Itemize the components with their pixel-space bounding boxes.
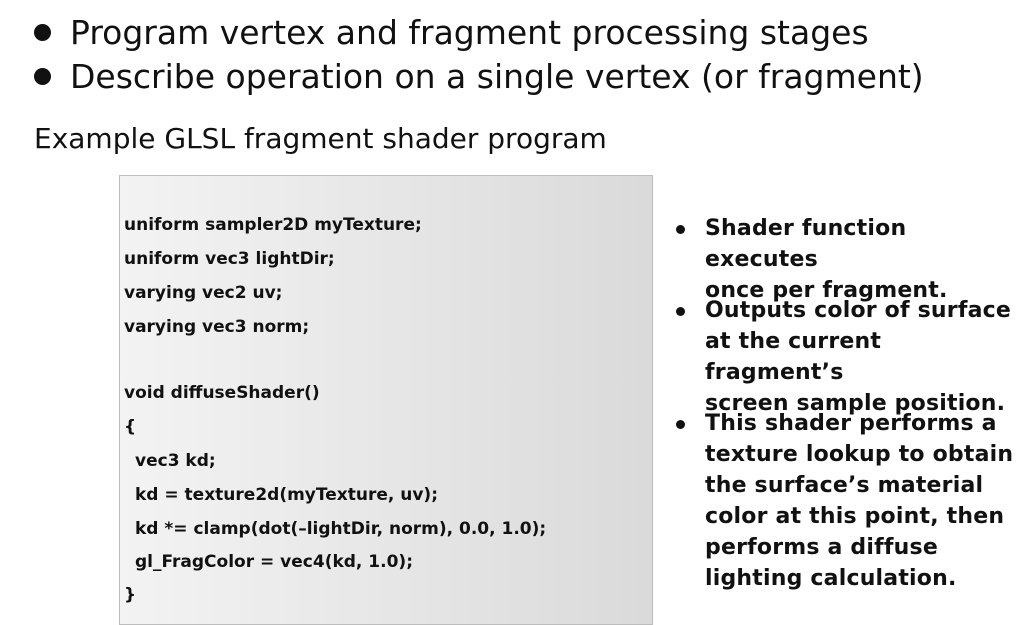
- top-bullet-text: Program vertex and fragment processing s…: [70, 12, 869, 52]
- side-note-line: at the current fragment’s: [705, 329, 882, 385]
- bullet-dot-icon: [676, 225, 685, 234]
- bullet-dot-icon: [676, 420, 685, 429]
- bullet-dot-icon: [34, 67, 51, 85]
- side-note-line: texture lookup to obtain: [705, 442, 1014, 467]
- side-note-item: Shader function executes once per fragme…: [676, 213, 1016, 306]
- code-line: kd *= clamp(dot(–lightDir, norm), 0.0, 1…: [135, 519, 547, 539]
- top-bullet-list: Program vertex and fragment processing s…: [34, 10, 924, 98]
- side-note-line: Shader function executes: [705, 216, 907, 272]
- top-bullet-item: Describe operation on a single vertex (o…: [34, 54, 924, 98]
- code-line: varying vec2 uv;: [124, 283, 283, 303]
- side-note-line: Outputs color of surface: [705, 298, 1012, 323]
- side-note-line: This shader performs a: [705, 411, 997, 436]
- code-line: kd = texture2d(myTexture, uv);: [135, 485, 438, 505]
- code-block: uniform sampler2D myTexture; uniform vec…: [119, 175, 653, 625]
- side-note-text: This shader performs a texture lookup to…: [705, 408, 1013, 594]
- side-note-line: once per fragment.: [705, 278, 948, 303]
- code-line: vec3 kd;: [135, 451, 216, 471]
- code-line: }: [124, 585, 137, 605]
- code-line: uniform vec3 lightDir;: [124, 249, 335, 269]
- side-note-line: the surface’s material: [705, 473, 984, 498]
- example-subtitle: Example GLSL fragment shader program: [34, 122, 607, 155]
- side-note-line: screen sample position.: [705, 391, 1006, 416]
- bullet-dot-icon: [34, 23, 51, 41]
- side-note-text: Outputs color of surface at the current …: [705, 295, 1016, 419]
- top-bullet-text: Describe operation on a single vertex (o…: [70, 56, 924, 96]
- side-note-line: color at this point, then: [705, 504, 1005, 529]
- top-bullet-item: Program vertex and fragment processing s…: [34, 10, 924, 54]
- side-note-line: performs a diffuse: [705, 535, 938, 560]
- side-note-item: Outputs color of surface at the current …: [676, 295, 1016, 419]
- side-note-item: This shader performs a texture lookup to…: [676, 408, 1016, 594]
- code-line: uniform sampler2D myTexture;: [124, 215, 422, 235]
- side-note-text: Shader function executes once per fragme…: [705, 213, 1016, 306]
- code-line: varying vec3 norm;: [124, 317, 310, 337]
- code-line: {: [124, 417, 137, 437]
- bullet-dot-icon: [676, 307, 685, 316]
- side-note-line: lighting calculation.: [705, 566, 957, 591]
- code-line: gl_FragColor = vec4(kd, 1.0);: [135, 552, 413, 572]
- code-line: void diffuseShader(): [124, 383, 320, 403]
